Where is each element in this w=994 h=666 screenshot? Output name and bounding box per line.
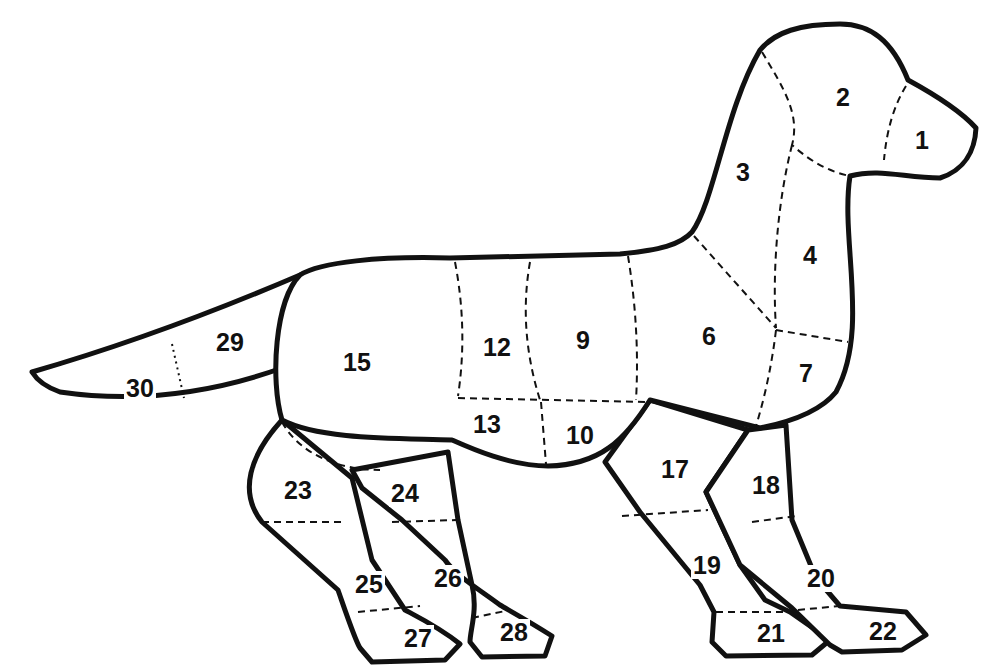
region-divider (884, 86, 906, 160)
callout-number: 12 (481, 334, 513, 361)
callout-number: 4 (801, 242, 819, 269)
callout-number: 23 (282, 477, 314, 504)
fore-leg-outline (706, 425, 926, 652)
callout-number: 1 (913, 127, 931, 154)
callout-number: 17 (659, 456, 691, 483)
region-divider (694, 236, 776, 328)
callout-number: 29 (214, 329, 246, 356)
callout-number: 7 (797, 360, 815, 387)
callout-number: 13 (471, 411, 503, 438)
region-divider (458, 398, 650, 402)
region-divider (262, 521, 345, 523)
callout-number: 25 (353, 571, 385, 598)
callout-number: 22 (867, 618, 899, 645)
region-divider (282, 422, 380, 470)
tail-outline (32, 275, 300, 397)
region-divider (775, 145, 792, 328)
callout-number: 18 (750, 472, 782, 499)
callout-number: 3 (734, 159, 752, 186)
callout-number: 24 (389, 480, 421, 507)
callout-number: 2 (834, 84, 852, 111)
callout-number: 15 (341, 349, 373, 376)
region-divider (752, 516, 796, 522)
region-divider (541, 402, 546, 464)
callout-number: 26 (432, 565, 464, 592)
region-divider (762, 52, 850, 176)
region-divider (358, 606, 420, 612)
callout-number: 30 (124, 375, 156, 402)
region-divider (172, 344, 184, 398)
callout-number: 9 (574, 327, 592, 354)
region-divider (392, 520, 456, 522)
region-divider (622, 510, 708, 516)
region-divider (716, 611, 790, 613)
callout-number: 10 (564, 422, 596, 449)
callout-number: 19 (691, 552, 723, 579)
region-divider (628, 256, 637, 400)
callout-number: 20 (805, 565, 837, 592)
region-divider (472, 610, 510, 618)
body-outline (276, 24, 976, 466)
callout-number: 6 (700, 323, 718, 350)
region-divider (798, 606, 840, 610)
hind-leg-outline (352, 452, 552, 657)
callout-number: 27 (402, 625, 434, 652)
region-divider (455, 262, 462, 396)
region-divider (756, 330, 776, 426)
callout-number: 21 (755, 620, 787, 647)
callout-number: 28 (498, 619, 530, 646)
region-divider (526, 262, 540, 400)
region-divider (776, 330, 848, 342)
